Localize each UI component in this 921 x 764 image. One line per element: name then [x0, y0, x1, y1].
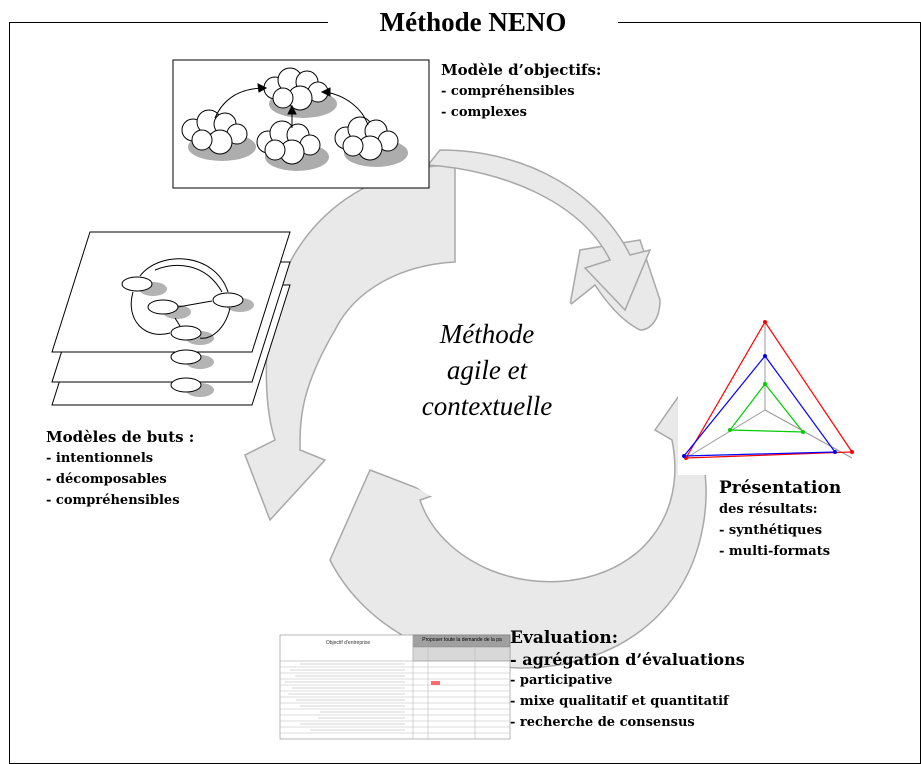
evaluation-table	[279, 634, 511, 740]
cloud-left	[181, 109, 248, 155]
evaluation-item: - mixe qualitatif et quantitatif	[510, 694, 729, 709]
presentation-item: - multi-formats	[719, 544, 831, 559]
evaluation-item: - participative	[510, 673, 613, 688]
evaluation-heading: Evaluation:	[510, 628, 618, 648]
cycle-arrow-top	[426, 149, 652, 312]
cloud-middle	[256, 120, 321, 165]
evaluation-item: - recherche de consensus	[510, 715, 695, 730]
title-box: Méthode NENO	[328, 4, 618, 40]
cycle-center-circle	[367, 270, 607, 510]
presentation-subheading: des résultats:	[719, 502, 818, 517]
buts-item: - décomposables	[46, 472, 167, 487]
cycle-arrow-left	[244, 164, 456, 522]
objectifs-item: - complexes	[441, 105, 527, 120]
page-title: Méthode NENO	[379, 7, 567, 37]
buts-stack	[51, 231, 291, 406]
presentation-heading: Présentation	[719, 478, 842, 498]
table-header: Proposer toute la demande de la pa	[422, 637, 502, 643]
evaluation-item: - agrégation d’évaluations	[510, 650, 745, 669]
table-column-title: Objectif d'entreprise	[325, 640, 371, 646]
objectifs-item: - compréhensibles	[441, 84, 575, 99]
buts-item: - intentionnels	[46, 451, 154, 466]
center-line-2: agile et	[446, 355, 528, 385]
presentation-block: Présentation des résultats: - synthétiqu…	[719, 478, 841, 562]
cloud-group	[181, 67, 408, 171]
cloud-top	[263, 67, 329, 111]
buts-heading: Modèles de buts :	[46, 428, 195, 446]
objectifs-heading: Modèle d’objectifs:	[441, 61, 602, 79]
buts-block: Modèles de buts : - intentionnels - déco…	[46, 427, 194, 511]
evaluation-block: Evaluation: - agrégation d’évaluations -…	[510, 628, 745, 733]
buts-item: - compréhensibles	[46, 493, 180, 508]
center-label: Méthode agile et contextuelle	[402, 316, 572, 424]
cloud-right	[334, 116, 399, 161]
presentation-item: - synthétiques	[719, 523, 823, 538]
center-line-3: contextuelle	[421, 391, 553, 421]
objectifs-block: Modèle d’objectifs: - compréhensibles - …	[441, 60, 601, 123]
center-line-1: Méthode	[439, 319, 535, 349]
radar-chart	[682, 320, 854, 460]
